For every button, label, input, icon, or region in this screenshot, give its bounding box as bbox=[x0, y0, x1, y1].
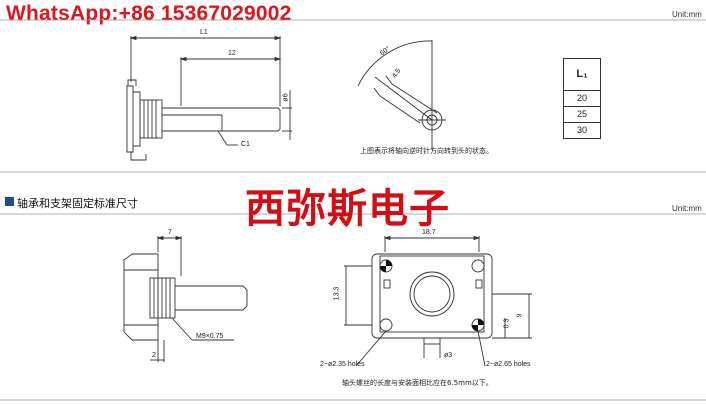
top-unit-label: Unit:mm bbox=[672, 10, 702, 19]
mount-side-view bbox=[123, 235, 248, 362]
dim-0-3-label: 0.3 bbox=[503, 318, 511, 329]
shaft-side-view bbox=[126, 35, 292, 161]
dim-12-label: 12 bbox=[228, 50, 236, 57]
top-note: 上图表示将轴向逆时针方向转到头的状态。 bbox=[360, 147, 493, 155]
rotation-angle-view bbox=[357, 40, 446, 150]
dim-7-label: 7 bbox=[168, 229, 172, 236]
dim-9-label: 9 bbox=[516, 313, 524, 318]
l1-table-row: 30 bbox=[564, 122, 600, 138]
holes-left-label: 2−ø2.35 holes bbox=[320, 361, 365, 368]
section-marker bbox=[5, 197, 14, 206]
dim-c1-label: C1 bbox=[241, 141, 250, 148]
section-title: 轴承和支架固定标准尺寸 bbox=[17, 197, 138, 210]
dim-18-7-label: 18.7 bbox=[422, 229, 436, 236]
hole-center-marks bbox=[380, 260, 484, 331]
dim-phi6-label: ø6 bbox=[282, 93, 290, 102]
company-stamp-text: 西弥斯电子 bbox=[245, 186, 450, 232]
mount-front-view bbox=[344, 235, 532, 367]
dim-2-label: 2 bbox=[152, 352, 156, 359]
l1-table-row: 20 bbox=[564, 90, 600, 106]
bottom-unit-label: Unit:mm bbox=[672, 204, 702, 213]
holes-right-label: 2−ø2.65 holes bbox=[486, 361, 531, 368]
l1-table: L₁ 20 25 30 bbox=[563, 58, 601, 139]
bottom-note: 轴头螺丝的长度与安装面相比应在6.5mm以下。 bbox=[342, 379, 493, 387]
dim-phi3-label: ø3 bbox=[444, 352, 453, 359]
l1-table-header: L₁ bbox=[576, 68, 588, 80]
dim-l1-label: L1 bbox=[200, 29, 208, 36]
watermark-text: WhatsApp:+86 15367029002 bbox=[6, 2, 292, 25]
thread-label: M9×0.75 bbox=[196, 333, 224, 340]
dim-13-3-label: 13.3 bbox=[333, 286, 341, 301]
l1-table-row: 25 bbox=[564, 106, 600, 122]
